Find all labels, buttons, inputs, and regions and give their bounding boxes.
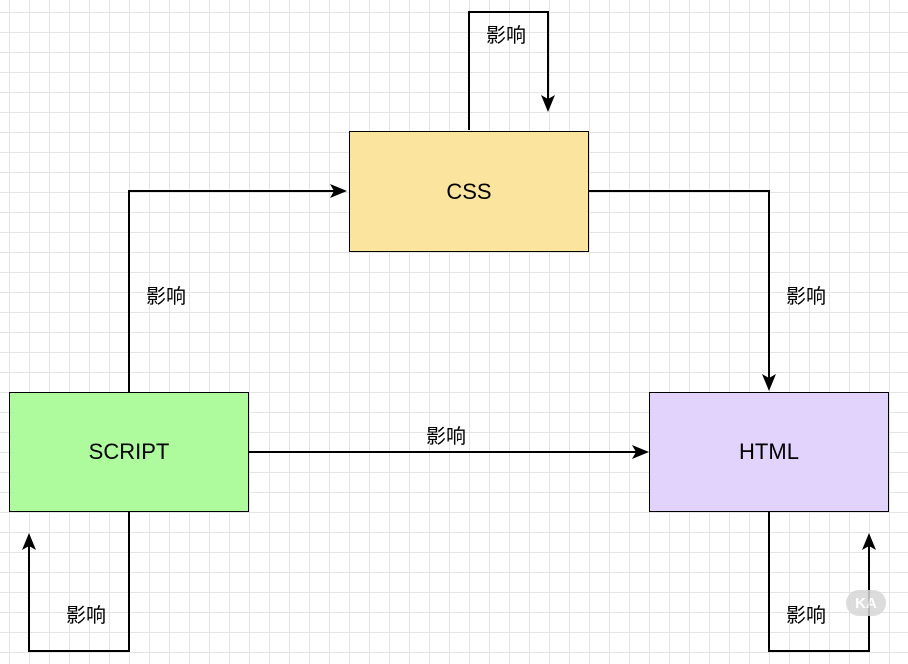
edge-label-script-self: 影响	[66, 605, 106, 627]
html-node-label: HTML	[739, 439, 799, 464]
watermark-logo-text: KA	[855, 594, 877, 612]
edge-html-self-loop-arrowhead	[862, 533, 876, 550]
edge-css-self-loop-arrowhead	[541, 95, 555, 112]
edge-script-to-css-arrowhead	[330, 184, 347, 198]
edge-css-to-html-arrowhead	[762, 374, 776, 391]
edge-label-css-self: 影响	[486, 25, 526, 47]
edge-css-to-html	[589, 190, 770, 384]
edge-label-css-to-html: 影响	[786, 286, 826, 308]
edge-label-script-to-css: 影响	[146, 286, 186, 308]
edge-script-to-css	[128, 190, 339, 392]
edge-label-html-self: 影响	[786, 605, 826, 627]
edge-script-self-loop-arrowhead	[22, 533, 36, 550]
css-node[interactable]: CSS	[349, 131, 589, 252]
edge-html-self-loop	[768, 512, 870, 652]
edge-script-to-html-arrowhead	[632, 445, 649, 459]
edge-script-self-loop	[28, 512, 130, 652]
edge-css-self-loop	[468, 11, 549, 130]
watermark-logo: KA	[846, 590, 886, 616]
script-node-label: SCRIPT	[88, 439, 170, 464]
script-node[interactable]: SCRIPT	[9, 392, 249, 512]
css-node-label: CSS	[446, 178, 492, 204]
html-node[interactable]: HTML	[649, 392, 889, 512]
edge-label-script-to-html: 影响	[426, 426, 466, 448]
